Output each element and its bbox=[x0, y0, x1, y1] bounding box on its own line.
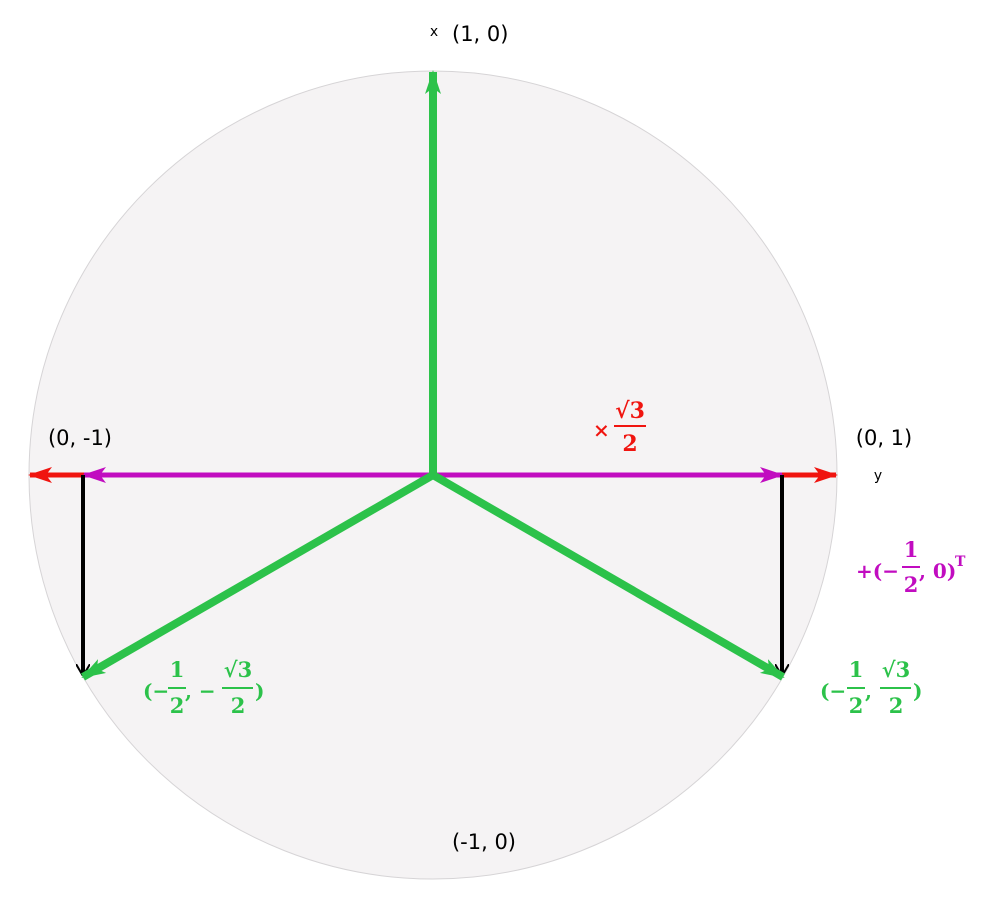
offset-annotation: +(− 1 2 , 0) T bbox=[856, 537, 966, 597]
lt-num-1: 1 bbox=[170, 657, 185, 682]
lt-num-2: √3 bbox=[224, 657, 252, 682]
vector-lower-right bbox=[431, 471, 785, 681]
point-label-bottom: (-1, 0) bbox=[452, 830, 516, 854]
rt-mid: , bbox=[865, 679, 872, 703]
lt-den-1: 2 bbox=[170, 693, 185, 718]
point-label-right: (0, 1) bbox=[856, 426, 912, 450]
x-axis-label: x bbox=[430, 24, 438, 40]
point-label-top: (1, 0) bbox=[452, 22, 508, 46]
scale-numerator: √3 bbox=[615, 398, 645, 424]
scale-denominator: 2 bbox=[622, 431, 637, 457]
point-annotation-lower-right: (− 1 2 , √3 2 ) bbox=[820, 657, 922, 718]
times-sign: × bbox=[593, 418, 610, 442]
rt-close: ) bbox=[913, 679, 922, 703]
rt-den-2: 2 bbox=[889, 693, 904, 718]
rt-num-1: 1 bbox=[849, 657, 864, 682]
vector-lower-left bbox=[81, 471, 435, 681]
offset-numerator: 1 bbox=[904, 537, 919, 562]
lt-close: ) bbox=[255, 679, 264, 703]
lt-den-2: 2 bbox=[231, 693, 246, 718]
point-annotation-lower-left: (− 1 2 , − √3 2 ) bbox=[143, 657, 264, 718]
offset-open: +(− bbox=[856, 559, 899, 583]
lt-open: (− bbox=[143, 679, 169, 703]
rt-open: (− bbox=[820, 679, 846, 703]
offset-denominator: 2 bbox=[904, 572, 919, 597]
rt-den-1: 2 bbox=[849, 693, 864, 718]
offset-transpose: T bbox=[955, 554, 966, 570]
y-axis-label: y bbox=[874, 468, 882, 484]
rt-num-2: √3 bbox=[882, 657, 910, 682]
lt-mid: , − bbox=[185, 679, 216, 703]
scale-annotation: × √3 2 bbox=[593, 398, 646, 457]
offset-close: , 0) bbox=[919, 559, 956, 583]
point-label-left: (0, -1) bbox=[48, 426, 112, 450]
